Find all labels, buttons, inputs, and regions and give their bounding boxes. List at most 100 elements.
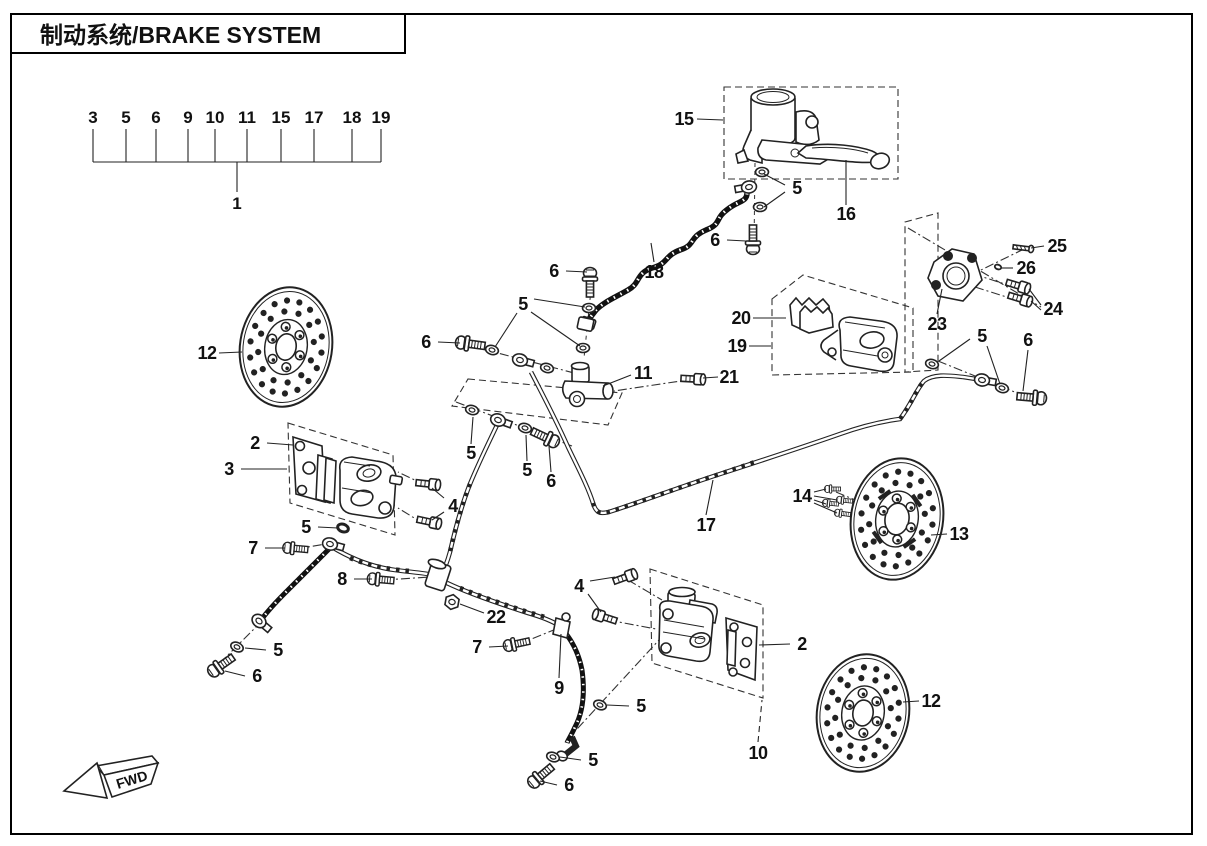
callout-label-22: 22 xyxy=(486,607,506,627)
callout-leader xyxy=(266,442,294,446)
callout-leader xyxy=(813,502,838,514)
callout-label-24: 24 xyxy=(1043,299,1063,319)
brake-discs xyxy=(238,286,945,773)
callout-label-2: 2 xyxy=(797,634,807,654)
callout-label-25: 25 xyxy=(1047,236,1067,256)
callout-leader xyxy=(539,780,558,786)
parking-bracket xyxy=(927,242,1035,309)
callout-leader xyxy=(459,603,485,614)
callout-label-17: 17 xyxy=(696,515,716,535)
callout-leader xyxy=(558,633,562,679)
callout-label-5: 5 xyxy=(518,294,528,314)
callout-label-6: 6 xyxy=(1023,330,1033,350)
callout-label-11: 11 xyxy=(634,363,653,383)
callout-leader xyxy=(587,593,602,613)
rear-caliper xyxy=(789,296,898,373)
callout-leader xyxy=(813,499,827,505)
parking-bracket-box xyxy=(904,212,939,373)
callout-leader xyxy=(696,118,724,121)
callout-leader xyxy=(218,351,243,354)
callout-leader xyxy=(602,374,632,387)
callout-leader xyxy=(813,488,827,493)
master-cylinder-box xyxy=(723,86,899,180)
callout-label-5: 5 xyxy=(301,517,311,537)
callout-leader xyxy=(936,288,943,315)
callout-leader xyxy=(763,191,786,208)
callout-leader xyxy=(559,756,582,761)
callout-leader xyxy=(589,576,616,582)
callout-leader xyxy=(705,479,714,516)
callout-leader xyxy=(726,239,747,242)
callout-leader xyxy=(1030,245,1045,249)
callout-label-10: 10 xyxy=(748,743,768,763)
callout-leader xyxy=(902,700,920,703)
hoses xyxy=(259,192,977,762)
callout-leader xyxy=(494,312,518,348)
callout-label-12: 12 xyxy=(197,343,217,363)
callout-label-4: 4 xyxy=(574,576,584,596)
callout-label-9: 9 xyxy=(554,678,564,698)
callout-label-5: 5 xyxy=(636,696,646,716)
index-tree-number: 19 xyxy=(372,108,391,127)
callout-label-16: 16 xyxy=(836,204,856,224)
callout-leader xyxy=(437,341,461,344)
callout-label-6: 6 xyxy=(549,261,559,281)
rear-brake-disc xyxy=(849,457,945,581)
callout-label-19: 19 xyxy=(727,336,747,356)
callout-label-13: 13 xyxy=(949,524,969,544)
callout-label-5: 5 xyxy=(588,750,598,770)
bottom-caliper-box xyxy=(649,568,764,699)
left-front-caliper xyxy=(203,435,444,681)
callout-leader xyxy=(224,670,246,677)
callout-leader xyxy=(530,311,581,347)
callout-label-6: 6 xyxy=(252,666,262,686)
callout-label-5: 5 xyxy=(792,178,802,198)
callout-leader xyxy=(763,173,786,186)
callout-label-15: 15 xyxy=(674,109,694,129)
callout-leader xyxy=(813,495,838,501)
index-tree-root: 1 xyxy=(232,194,241,213)
index-tree-number: 6 xyxy=(151,108,160,127)
callout-leader xyxy=(548,445,552,473)
index-tree-number: 3 xyxy=(88,108,97,127)
page-title: 制动系统/BRAKE SYSTEM xyxy=(40,22,321,48)
callout-label-2: 2 xyxy=(250,433,260,453)
index-tree-number: 11 xyxy=(238,108,256,127)
index-tree-number: 15 xyxy=(272,108,291,127)
bottom-caliper xyxy=(523,567,758,793)
callout-label-5: 5 xyxy=(977,326,987,346)
callout-leader xyxy=(702,376,719,379)
front-left-brake-disc xyxy=(238,286,334,408)
callout-leader xyxy=(244,647,267,651)
callout-label-5: 5 xyxy=(466,443,476,463)
callout-leader xyxy=(650,242,655,263)
hose-junction xyxy=(366,558,571,654)
callout-leader xyxy=(565,270,588,273)
callout-label-3: 3 xyxy=(224,459,234,479)
callout-label-23: 23 xyxy=(927,314,947,334)
callout-leader xyxy=(1030,300,1042,311)
callout-label-8: 8 xyxy=(337,569,347,589)
callout-leader xyxy=(1028,288,1042,306)
tee-joint-11 xyxy=(453,266,707,408)
callout-leader xyxy=(606,704,630,707)
callout-label-7: 7 xyxy=(248,538,258,558)
callout-label-6: 6 xyxy=(564,775,574,795)
callout-leader xyxy=(470,416,474,445)
index-tree-number: 18 xyxy=(343,108,362,127)
callout-leader xyxy=(525,434,528,462)
callout-leader xyxy=(930,533,948,536)
callout-label-6: 6 xyxy=(710,230,720,250)
callout-label-6: 6 xyxy=(421,332,431,352)
callout-leader xyxy=(1022,349,1029,392)
callout-leader xyxy=(488,645,509,648)
callout-label-12: 12 xyxy=(921,691,941,711)
callout-leader xyxy=(317,526,339,529)
callout-label-7: 7 xyxy=(472,637,482,657)
callout-leader xyxy=(986,345,1001,385)
callout-leader xyxy=(431,487,445,499)
